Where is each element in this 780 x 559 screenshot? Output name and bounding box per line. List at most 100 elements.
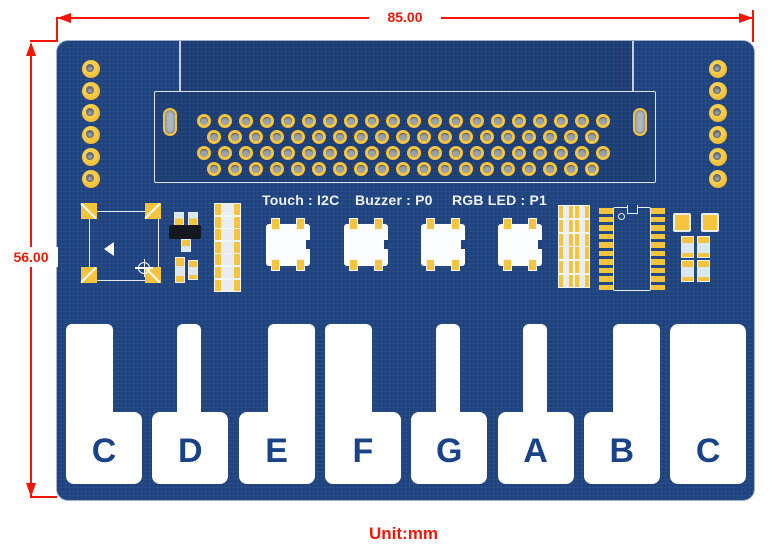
pin-hole: [399, 165, 407, 173]
led-notch: [384, 240, 389, 249]
ic-pad: [599, 250, 613, 256]
extension-line: [30, 496, 57, 498]
piano-key-label: B: [609, 432, 635, 470]
smd-component: [681, 260, 694, 282]
through-hole: [709, 60, 727, 78]
led-pad: [451, 259, 460, 271]
pin-hole: [431, 117, 439, 125]
rgb-led-silkscreen-label: RGB LED : P1: [452, 192, 547, 208]
key-base: [324, 412, 401, 484]
led-pad: [451, 218, 460, 230]
ic-pad: [599, 208, 613, 214]
led-pad: [528, 218, 537, 230]
led-pad: [296, 218, 305, 230]
pin-hole: [326, 117, 334, 125]
pin-hole: [483, 133, 491, 141]
piano-key-label: D: [178, 432, 203, 470]
resistor-array-element: [215, 204, 240, 215]
pin-hole: [567, 133, 575, 141]
pin-hole: [504, 133, 512, 141]
pin-hole: [494, 117, 502, 125]
pin-hole: [536, 117, 544, 125]
piano-key-a-5: A: [497, 324, 574, 484]
pin-hole: [567, 165, 575, 173]
pin-hole: [599, 149, 607, 157]
hole-bore: [713, 86, 721, 94]
pin-hole: [221, 149, 229, 157]
key-stem: [324, 324, 372, 418]
resistor-array-element: [559, 233, 573, 246]
connector-notch-line: [632, 41, 634, 91]
ic-pad: [651, 250, 665, 256]
key-stem: [436, 324, 461, 418]
led-pad: [426, 259, 435, 271]
diode-footprint: [188, 260, 198, 280]
pin-hole: [473, 117, 481, 125]
pin-hole: [420, 165, 428, 173]
pin-hole: [305, 117, 313, 125]
through-hole: [709, 82, 727, 100]
extension-line: [30, 40, 57, 42]
key-base: [411, 412, 488, 484]
pin-hole: [252, 133, 260, 141]
resistor-array-element: [215, 216, 240, 228]
pin-hole: [210, 133, 218, 141]
led-pad: [296, 259, 305, 271]
ic-pad: [651, 208, 665, 214]
ic-pad: [651, 225, 665, 231]
pin-hole: [578, 149, 586, 157]
pin-hole: [515, 117, 523, 125]
pin-hole: [231, 165, 239, 173]
unit-label: Unit:mm: [369, 524, 438, 543]
ic-notch: [627, 205, 638, 214]
ic-pad: [651, 233, 665, 239]
pin-hole: [368, 149, 376, 157]
extension-line: [752, 10, 754, 42]
resistor-array-element: [574, 233, 589, 246]
ic-pad: [599, 259, 613, 265]
pin-hole: [410, 117, 418, 125]
key-stem: [522, 324, 547, 418]
resistor-array-element: [574, 206, 589, 218]
ic-pad: [651, 276, 665, 282]
pin-hole: [515, 149, 523, 157]
pin-hole: [525, 133, 533, 141]
ic-pad: [651, 259, 665, 265]
through-hole: [82, 148, 100, 166]
through-hole: [82, 60, 100, 78]
led-pad: [503, 259, 512, 271]
ic-pad: [651, 267, 665, 273]
led-pad: [426, 218, 435, 230]
touch-corner-pad: [80, 202, 97, 220]
through-hole: [82, 104, 100, 122]
piano-key-label: G: [435, 432, 463, 470]
pin-hole: [431, 149, 439, 157]
resistor-array-element: [215, 254, 240, 266]
pin-hole: [294, 165, 302, 173]
pin-hole: [263, 149, 271, 157]
pin-hole: [347, 117, 355, 125]
buzzer-silkscreen-label: Buzzer : P0: [355, 192, 433, 208]
ic-pad: [599, 225, 613, 231]
connector-tab-shade: [179, 41, 633, 91]
pin-hole: [357, 133, 365, 141]
resistor-array-element: [215, 279, 240, 291]
pin-hole: [284, 117, 292, 125]
pin-hole: [452, 149, 460, 157]
gold-pad: [701, 213, 719, 232]
pin-hole: [389, 117, 397, 125]
ic-pad: [599, 284, 613, 290]
gold-pad: [673, 213, 691, 232]
led-pad: [374, 259, 383, 271]
key-base: [238, 412, 315, 484]
key-stem: [66, 324, 113, 418]
arrow-down-icon: [26, 483, 36, 497]
piano-key-b-6: B: [583, 324, 660, 484]
hole-bore: [713, 130, 721, 138]
resistor-array-element: [574, 261, 589, 274]
touch-corner-pad: [144, 202, 161, 220]
pin-hole: [494, 149, 502, 157]
piano-key-label: C: [91, 432, 117, 470]
led-pad: [503, 218, 512, 230]
